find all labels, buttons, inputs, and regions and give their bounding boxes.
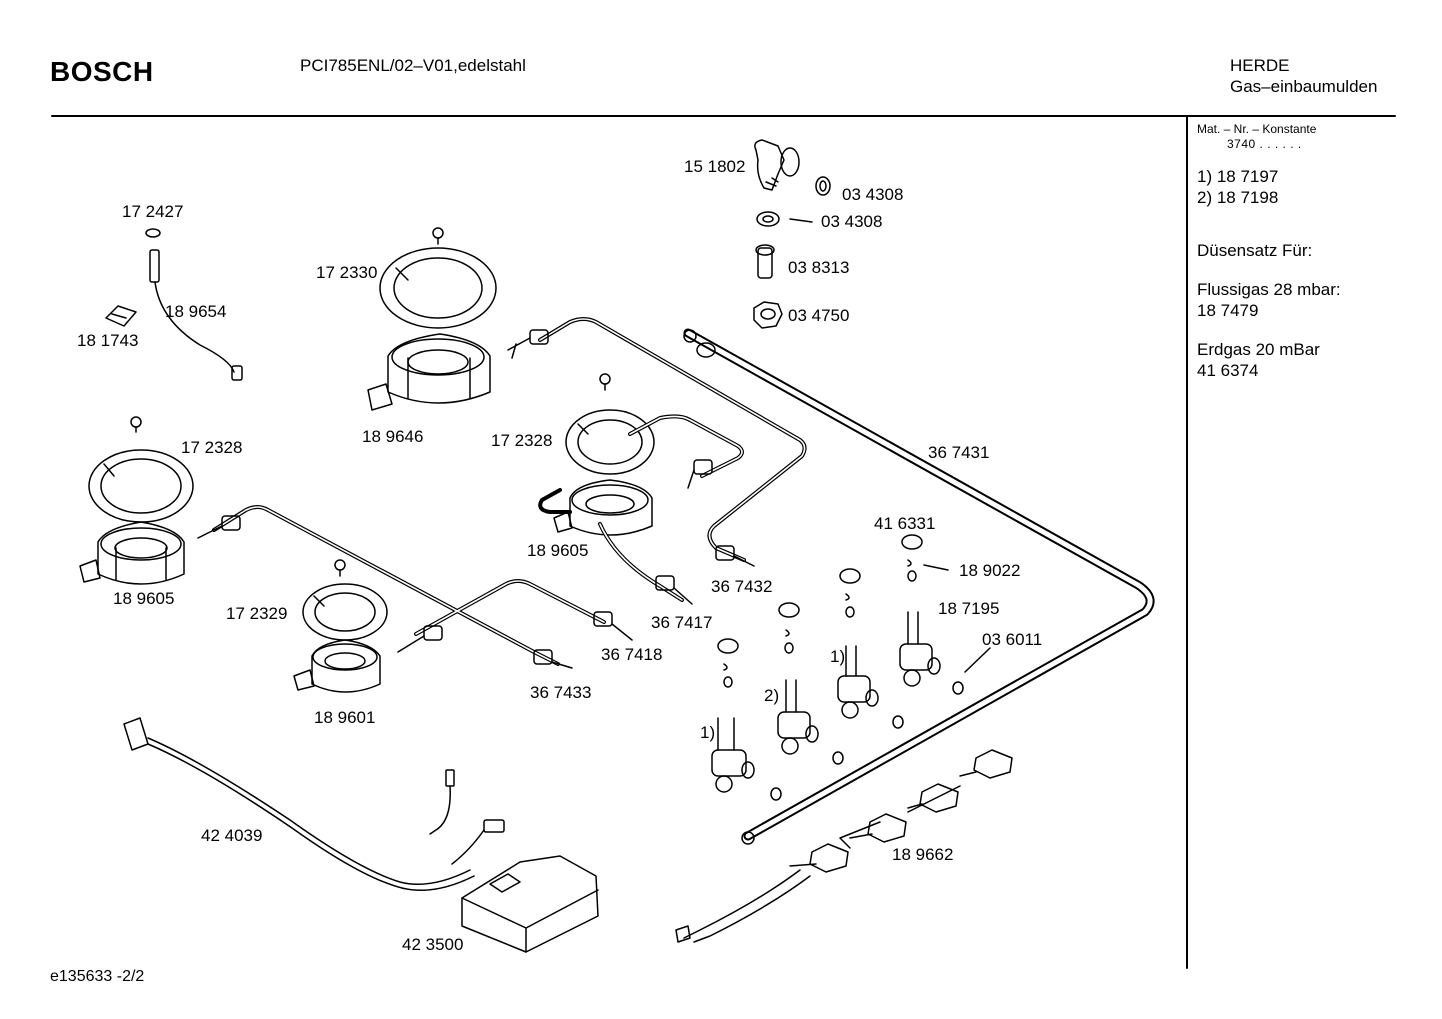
- burner-assembly-center: [553, 373, 655, 536]
- part-label[interactable]: 17 2329: [226, 604, 288, 623]
- burner-assembly-small: [293, 559, 388, 693]
- variant-2: 2) 18 7198: [1197, 188, 1279, 207]
- lpg-label: Flussigas 28 mbar:: [1197, 280, 1341, 299]
- part-label[interactable]: 03 8313: [788, 258, 850, 277]
- part-label[interactable]: 36 7433: [530, 683, 592, 702]
- category-title: HERDE: [1230, 56, 1290, 75]
- seal-ring: [815, 176, 831, 196]
- seal-ring: [756, 211, 813, 227]
- ng-label: Erdgas 20 mBar: [1197, 340, 1320, 359]
- variant-marker: 1): [700, 723, 716, 742]
- variant-marker: 1): [830, 647, 846, 666]
- part-label[interactable]: 42 4039: [201, 826, 263, 845]
- ng-value: 41 6374: [1197, 361, 1259, 380]
- category-subtitle: Gas–einbaumulden: [1230, 77, 1378, 96]
- mounting-clip: [105, 305, 137, 327]
- model-number: PCI785ENL/02–V01,edelstahl: [300, 56, 526, 75]
- part-label[interactable]: 36 7417: [651, 613, 713, 632]
- nozzle-adapter: [755, 244, 775, 279]
- ignition-box: [461, 855, 599, 953]
- variant-1: 1) 18 7197: [1197, 167, 1279, 186]
- ignition-electrode: [145, 228, 243, 381]
- variant-marker: 2): [764, 686, 780, 705]
- drawing-id: e135633 -2/2: [50, 968, 145, 985]
- mat-nr-heading: Mat. – Nr. – Konstante: [1197, 122, 1317, 136]
- part-label[interactable]: 36 7432: [711, 577, 773, 596]
- tap-caps-and-springs: [717, 534, 991, 801]
- gas-tubes-inner: [213, 318, 806, 665]
- burner-assembly-top-left-area: [367, 227, 497, 411]
- main-gas-pipe: [683, 328, 1155, 845]
- part-label[interactable]: 18 1743: [77, 331, 139, 350]
- burner-assembly-left: [79, 416, 194, 585]
- part-label[interactable]: 03 4308: [821, 212, 883, 231]
- ignition-cable: [123, 717, 505, 891]
- part-label[interactable]: 17 2328: [181, 438, 243, 457]
- part-label[interactable]: 18 9022: [959, 561, 1021, 580]
- nut: [753, 301, 783, 329]
- part-label[interactable]: 17 2427: [122, 202, 184, 221]
- part-label[interactable]: 15 1802: [684, 157, 746, 176]
- part-label[interactable]: 03 4308: [842, 185, 904, 204]
- part-label[interactable]: 42 3500: [402, 935, 464, 954]
- ignition-switch-harness: [675, 749, 1013, 943]
- part-label[interactable]: 41 6331: [874, 514, 936, 533]
- part-label[interactable]: 18 9605: [527, 541, 589, 560]
- elbow-fitting: [754, 139, 800, 191]
- mat-nr-value: 3740 . . . . . .: [1227, 137, 1302, 151]
- part-label[interactable]: 03 6011: [982, 630, 1043, 649]
- part-label[interactable]: 18 9601: [314, 708, 376, 727]
- part-label[interactable]: 03 4750: [788, 306, 850, 325]
- part-label[interactable]: 18 7195: [938, 599, 1000, 618]
- parts-info-sidebar: Mat. – Nr. – Konstante 3740 . . . . . . …: [1197, 122, 1397, 381]
- part-label[interactable]: 18 9646: [362, 427, 424, 446]
- gas-tap-valves: [711, 611, 941, 793]
- part-label[interactable]: 36 7431: [928, 443, 990, 462]
- part-label[interactable]: 36 7418: [601, 645, 663, 664]
- part-label[interactable]: 17 2330: [316, 263, 378, 282]
- brand-logo-text: BOSCH: [50, 56, 154, 87]
- part-label[interactable]: 18 9662: [892, 845, 954, 864]
- tube-fittings: [197, 329, 755, 669]
- nozzle-heading: Düsensatz Für:: [1197, 241, 1313, 260]
- part-label[interactable]: 17 2328: [491, 431, 553, 450]
- part-label[interactable]: 18 9605: [113, 589, 175, 608]
- part-label[interactable]: 18 9654: [165, 302, 227, 321]
- lpg-value: 18 7479: [1197, 301, 1259, 320]
